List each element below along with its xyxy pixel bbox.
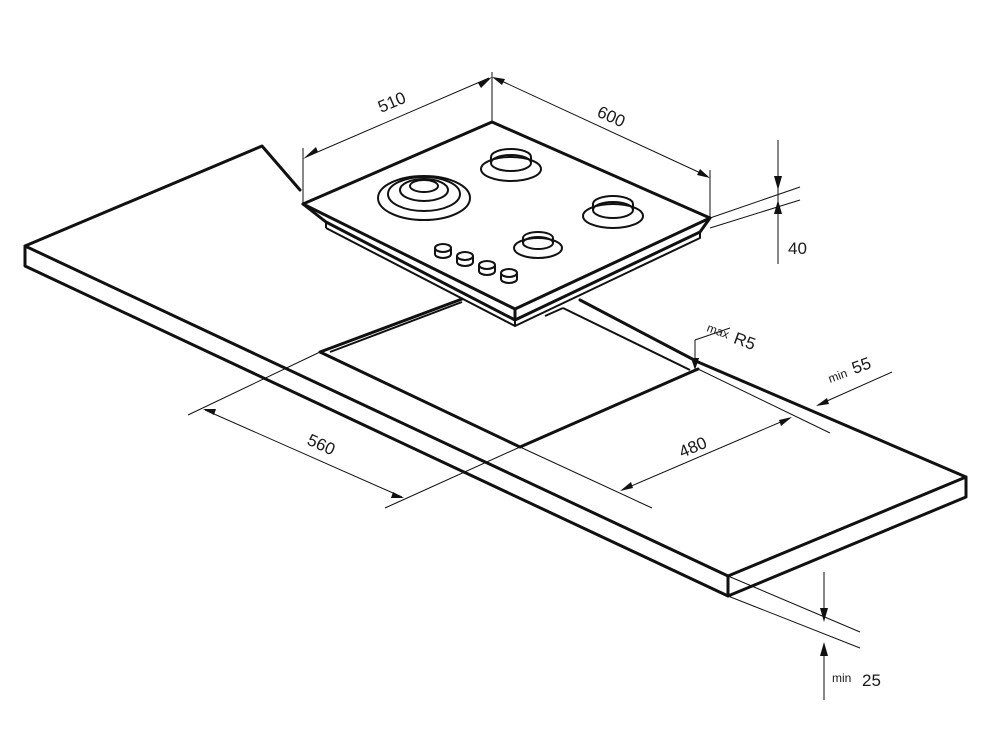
label-worktop-thickness: min 25 xyxy=(832,671,881,690)
label-edge-clearance: min 55 xyxy=(826,354,873,386)
label-cutout-width: 480 xyxy=(676,433,710,462)
worktop-thickness-value: 25 xyxy=(862,671,881,690)
control-knobs xyxy=(434,243,518,284)
worktop xyxy=(23,144,968,598)
knob-4 xyxy=(500,268,518,284)
burner-large xyxy=(377,175,471,221)
knob-1 xyxy=(434,243,452,259)
burner-rear xyxy=(480,148,542,182)
label-cutout-depth: 560 xyxy=(304,430,338,459)
knob-3 xyxy=(478,260,496,276)
label-hob-width: 600 xyxy=(594,102,628,131)
dimension-lines-hob xyxy=(302,72,801,264)
label-hob-depth: 510 xyxy=(375,88,409,117)
cutout-opening xyxy=(318,297,700,449)
corner-radius-prefix: max xyxy=(705,321,731,342)
knob-2 xyxy=(456,251,474,267)
label-corner-radius: max R5 xyxy=(705,321,758,354)
edge-clearance-prefix: min xyxy=(826,366,849,386)
hob xyxy=(301,120,712,327)
label-hob-height: 40 xyxy=(788,239,807,258)
dimension-lines-cutout xyxy=(187,327,893,509)
worktop-thickness-prefix: min xyxy=(832,671,851,685)
burner-small xyxy=(513,231,563,259)
corner-radius-value: R5 xyxy=(731,329,758,354)
edge-clearance-value: 55 xyxy=(849,354,873,378)
dimension-lines-worktop xyxy=(727,572,861,700)
burner-right xyxy=(582,195,644,229)
